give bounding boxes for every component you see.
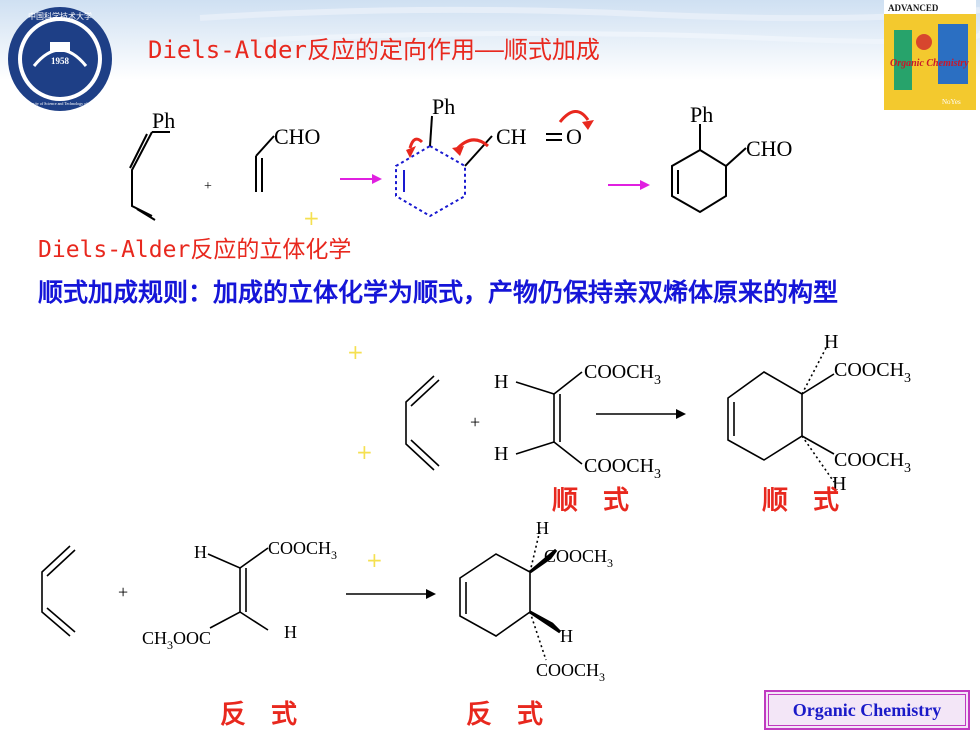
fumarate-h-top: H	[194, 542, 207, 562]
advanced-organic-chemistry-icon: ADVANCED Organic Chemistry NoYes	[884, 0, 976, 110]
reaction-arrow-2	[608, 180, 650, 190]
cis-product-ester-bottom: COOCH3	[834, 449, 911, 476]
book-top-label: ADVANCED	[888, 3, 939, 13]
acrolein	[255, 135, 275, 192]
trans-product-ester-top: COOCH3	[544, 546, 613, 570]
decorative-sparkle: +	[356, 440, 373, 464]
maleate-ester-top: COOCH3	[584, 361, 661, 388]
cis-label-reactant: 顺 式	[552, 486, 638, 516]
wedge-bond	[529, 610, 562, 634]
section-heading: Diels-Alder反应的立体化学	[38, 237, 352, 263]
cis-product	[727, 371, 835, 461]
cis-addition-rule: 顺式加成规则：加成的立体化学为顺式，产物仍保持亲双烯体原来的构型	[38, 278, 839, 307]
maleate-h-bottom: H	[494, 443, 508, 465]
acrolein-group: CHO	[274, 124, 320, 149]
phenyl-butadiene	[129, 131, 170, 221]
plus-sign: +	[204, 179, 212, 194]
hashed-bond	[529, 611, 547, 661]
cis-product-h-top: H	[824, 331, 838, 353]
trans-product-h-right: H	[560, 626, 573, 646]
cis-label-product: 顺 式	[762, 486, 848, 516]
fumarate-h-right: H	[284, 622, 297, 642]
plus-sign: +	[470, 412, 480, 432]
logo-year: 1958	[51, 56, 70, 66]
ts-oxygen: O	[566, 124, 582, 149]
trans-product-ester-bottom: COOCH3	[536, 660, 605, 684]
decorative-sparkle: +	[303, 206, 320, 230]
diene-substituent: Ph	[152, 108, 175, 133]
hashed-bond	[529, 529, 541, 573]
fumarate-ester-top: COOCH3	[268, 538, 337, 562]
decorative-sparkle: +	[366, 548, 383, 572]
scheme-cis: + H H COOCH3 COOCH3 H COOCH3 COOCH3 H	[405, 331, 911, 490]
book-corner-label: NoYes	[942, 98, 961, 106]
scheme-orientation: Ph + CHO Ph CH O Ph CHO	[129, 94, 792, 221]
reaction-arrow-cis	[596, 409, 686, 419]
trans-label-reactant: 反 式	[220, 700, 306, 730]
book-middle-label: Organic Chemistry	[890, 58, 969, 69]
transition-state	[395, 110, 594, 218]
trans-product-h-top: H	[536, 520, 549, 538]
dimethyl-fumarate	[207, 547, 269, 631]
hashed-bond	[801, 435, 835, 483]
trans-label-product: 反 式	[466, 700, 552, 730]
header-background	[0, 0, 980, 80]
reaction-arrow-1	[340, 174, 382, 184]
ts-substituent: Ph	[432, 94, 455, 119]
cis-product-h-bottom: H	[832, 473, 846, 490]
butadiene	[405, 375, 440, 471]
badge-label: Organic Chemistry	[768, 694, 966, 726]
university-logo: 1958 中国科学技术大学 University of Science and …	[8, 7, 112, 111]
reaction-arrow-trans	[346, 589, 436, 599]
scheme-trans: + H COOCH3 CH3OOC H H COOCH3 H COOCH3	[41, 520, 613, 684]
maleate-h-top: H	[494, 371, 508, 393]
decorative-sparkle: +	[347, 340, 364, 364]
cis-product-ester-top: COOCH3	[834, 359, 911, 386]
ts-ch: CH	[496, 124, 527, 149]
logo-bottom-arc: University of Science and Technology of …	[22, 101, 98, 106]
hashed-bond	[801, 347, 827, 395]
logo-top-arc: 中国科学技术大学	[28, 11, 92, 21]
butadiene	[41, 545, 76, 637]
slide-title: Diels-Alder反应的定向作用——顺式加成	[148, 36, 600, 64]
fumarate-ester-left: CH3OOC	[142, 628, 211, 652]
organic-chemistry-badge[interactable]: Organic Chemistry	[764, 690, 970, 730]
maleate-ester-bottom: COOCH3	[584, 455, 661, 482]
dimethyl-maleate	[515, 371, 583, 465]
product-aldehyde: CHO	[746, 136, 792, 161]
trans-product	[459, 553, 531, 637]
cyclohexene-product	[671, 124, 747, 214]
wedge-bond	[529, 548, 558, 574]
plus-sign: +	[118, 582, 128, 602]
product-substituent: Ph	[690, 102, 713, 127]
